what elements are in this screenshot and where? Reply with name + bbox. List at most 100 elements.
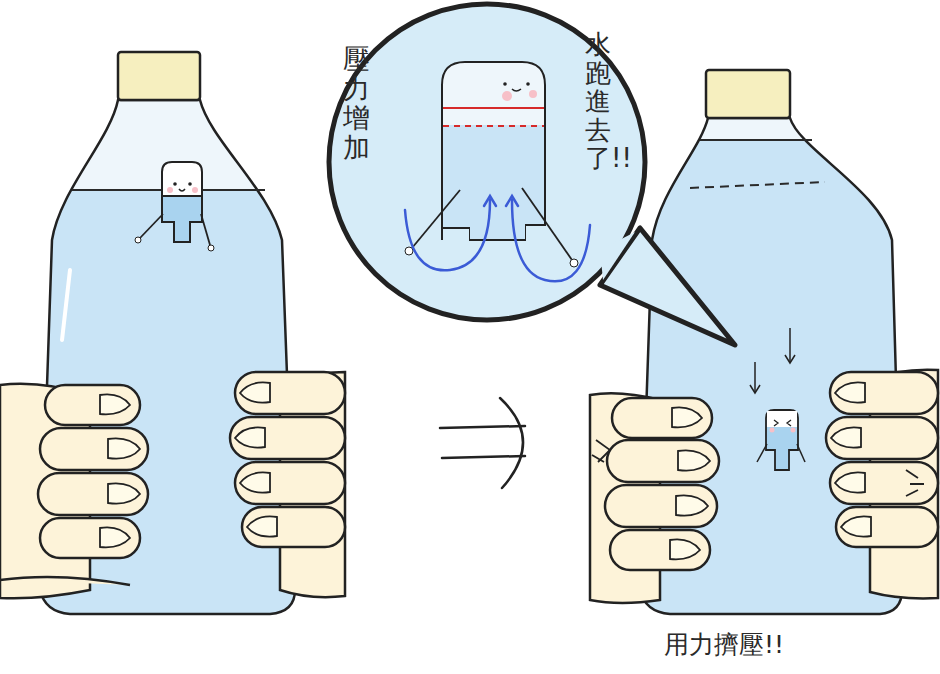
right-bottle-part bbox=[630, 110, 910, 630]
zoom-content-part bbox=[570, 259, 578, 267]
zoom-content-part bbox=[529, 90, 537, 98]
finger-nail-part bbox=[835, 472, 865, 492]
diver-figure-part bbox=[766, 410, 798, 470]
finger-nail-part bbox=[672, 407, 702, 427]
left-bottle-part bbox=[62, 270, 70, 340]
zoom-content-part bbox=[503, 82, 507, 86]
finger-nail-part bbox=[100, 527, 130, 547]
diver-figure-part bbox=[767, 411, 797, 427]
zoom-content-part bbox=[405, 196, 590, 281]
hand-part bbox=[40, 518, 140, 558]
hand-part bbox=[826, 417, 938, 459]
diver-figure-part bbox=[162, 196, 202, 242]
diver-figure bbox=[135, 162, 214, 251]
finger-nail bbox=[235, 382, 277, 536]
right-bottle-part-part bbox=[630, 110, 910, 630]
hand-part bbox=[612, 398, 712, 438]
zoom-bubble-part bbox=[600, 228, 735, 345]
hand-part bbox=[230, 417, 345, 459]
finger-nail-part bbox=[676, 495, 708, 515]
right-bottle-part bbox=[706, 70, 790, 118]
left-bottle-part bbox=[30, 90, 310, 630]
zoom-content-part bbox=[405, 247, 413, 255]
diver-figure-part bbox=[179, 189, 185, 191]
finger-nail-part bbox=[670, 539, 700, 559]
zoom-content-part bbox=[443, 107, 544, 109]
finger-nail-part bbox=[100, 394, 130, 414]
zoom-content-part bbox=[526, 82, 530, 86]
finger-nail-part bbox=[240, 382, 270, 402]
left-bottle-part bbox=[118, 52, 200, 100]
diver-figure-part bbox=[162, 162, 202, 242]
diver-figure-part bbox=[791, 428, 796, 433]
finger-nail-part bbox=[108, 438, 140, 458]
hand-part bbox=[45, 385, 140, 425]
finger-nail bbox=[831, 382, 871, 536]
hand-part bbox=[830, 372, 938, 414]
diver-figure-part bbox=[770, 428, 775, 433]
hand-part bbox=[242, 507, 345, 547]
hand-part bbox=[235, 372, 345, 414]
finger-nail bbox=[670, 407, 710, 559]
finger-nail-part bbox=[678, 450, 710, 470]
zoom-content-part bbox=[443, 125, 544, 127]
right-bottle-part-part bbox=[754, 362, 756, 392]
zoom-content-part bbox=[522, 188, 572, 260]
finger-nail-part bbox=[835, 382, 865, 402]
finger-nail bbox=[100, 394, 140, 547]
right-bottle-part bbox=[750, 328, 795, 393]
finger-nail-part bbox=[831, 427, 861, 447]
zoom-content-part-part bbox=[512, 200, 590, 281]
diver-figure-part bbox=[192, 187, 198, 193]
vertical-note: 壓力增加 bbox=[343, 44, 370, 163]
hand bbox=[230, 372, 345, 597]
zoom-content-part-part bbox=[405, 200, 490, 270]
vertical-note: 水跑進去了!! bbox=[585, 30, 611, 173]
hand-part bbox=[235, 462, 345, 504]
right-bottle-part bbox=[700, 139, 812, 141]
diver-figure-part bbox=[135, 237, 141, 243]
zoom-bubble-part bbox=[600, 232, 635, 280]
diver-figure-part bbox=[201, 214, 210, 245]
finger-nail-part bbox=[235, 427, 265, 447]
zoom-content-part bbox=[512, 89, 521, 91]
right-bottle-part bbox=[690, 182, 825, 188]
transition-arrow-part bbox=[442, 456, 525, 458]
zoom-bubble-node: 壓力增加 水跑進去了!! bbox=[329, 4, 645, 320]
hand-part bbox=[0, 577, 130, 585]
zoom-content-part-part bbox=[484, 196, 496, 206]
zoom-content-part bbox=[443, 125, 544, 239]
right-bottle-part-part bbox=[789, 328, 791, 362]
transition-arrow-part bbox=[500, 398, 523, 488]
diver-figure-part bbox=[167, 187, 173, 193]
hand bbox=[0, 384, 148, 599]
right-bottle-part-part bbox=[750, 385, 760, 393]
zoom-content-part bbox=[442, 62, 545, 240]
caption-note: 用力擠壓!! bbox=[664, 628, 784, 661]
hand bbox=[590, 393, 719, 603]
diver-figure-part bbox=[757, 444, 767, 462]
finger-nail-part bbox=[240, 472, 270, 492]
zoom-content-part-part bbox=[506, 196, 518, 206]
hand-part bbox=[607, 440, 719, 482]
transition-arrow bbox=[440, 398, 525, 488]
diver-figure bbox=[757, 410, 805, 470]
squeeze-mark bbox=[592, 440, 610, 462]
hand-part bbox=[836, 507, 938, 547]
zoom-bubble-part bbox=[329, 4, 645, 320]
left-bottle-part-part bbox=[30, 90, 310, 630]
zoom-content bbox=[405, 62, 590, 281]
hand-part bbox=[830, 462, 938, 504]
hand-part bbox=[605, 485, 717, 527]
right-bottle-part-part bbox=[785, 355, 795, 363]
zoom-content-part bbox=[502, 91, 512, 101]
hand bbox=[826, 370, 938, 599]
finger-nail-part bbox=[247, 516, 277, 536]
diver-figure-part bbox=[188, 182, 192, 186]
diver-figure-part bbox=[208, 245, 214, 251]
finger-nail-part bbox=[108, 483, 140, 503]
diver-figure-part bbox=[173, 182, 177, 186]
hand-part bbox=[610, 530, 710, 570]
